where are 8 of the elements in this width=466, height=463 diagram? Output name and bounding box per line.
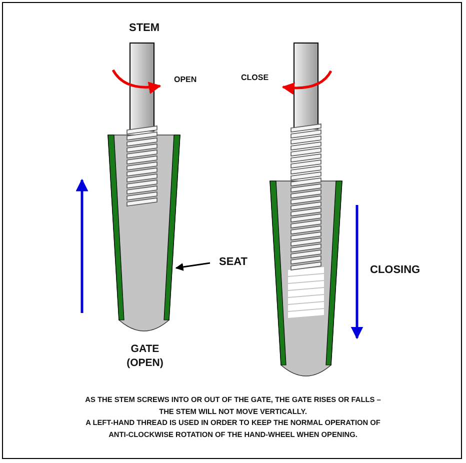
part-label: SEAT xyxy=(219,256,248,268)
seat-strip xyxy=(164,134,180,320)
direction-label: OPEN xyxy=(174,75,197,84)
direction-label: CLOSE xyxy=(241,73,269,82)
leader-line xyxy=(175,262,210,271)
part-label: STEM xyxy=(129,22,160,34)
part-label: GATE (OPEN) xyxy=(126,342,164,370)
direction-label: CLOSING xyxy=(370,264,420,276)
